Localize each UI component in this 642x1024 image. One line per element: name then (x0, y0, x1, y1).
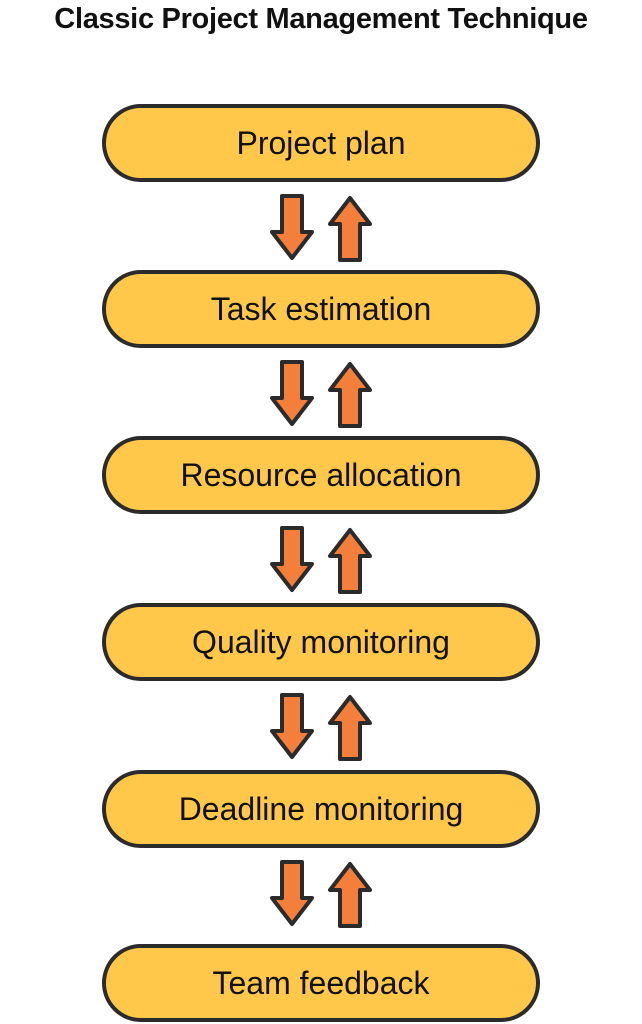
arrow-down-icon (270, 360, 314, 426)
bidirectional-arrows-icon (270, 360, 372, 428)
step-box-task-estimation: Task estimation (102, 270, 540, 348)
bidirectional-arrows-icon (270, 693, 372, 761)
arrow-up-icon (328, 196, 372, 262)
arrow-up-icon (328, 362, 372, 428)
arrow-down-icon (270, 693, 314, 759)
arrow-down-icon (270, 860, 314, 926)
arrow-down-icon (270, 526, 314, 592)
step-box-quality-monitoring: Quality monitoring (102, 603, 540, 681)
arrow-up-icon (328, 862, 372, 928)
step-box-resource-allocation: Resource allocation (102, 436, 540, 514)
arrow-up-icon (328, 528, 372, 594)
bidirectional-arrows-icon (270, 860, 372, 928)
step-box-project-plan: Project plan (102, 104, 540, 182)
step-box-team-feedback: Team feedback (102, 944, 540, 1022)
bidirectional-arrows-icon (270, 526, 372, 594)
arrow-down-icon (270, 194, 314, 260)
arrow-up-icon (328, 695, 372, 761)
diagram-title: Classic Project Management Technique (54, 3, 588, 35)
step-box-deadline-monitoring: Deadline monitoring (102, 770, 540, 848)
bidirectional-arrows-icon (270, 194, 372, 262)
